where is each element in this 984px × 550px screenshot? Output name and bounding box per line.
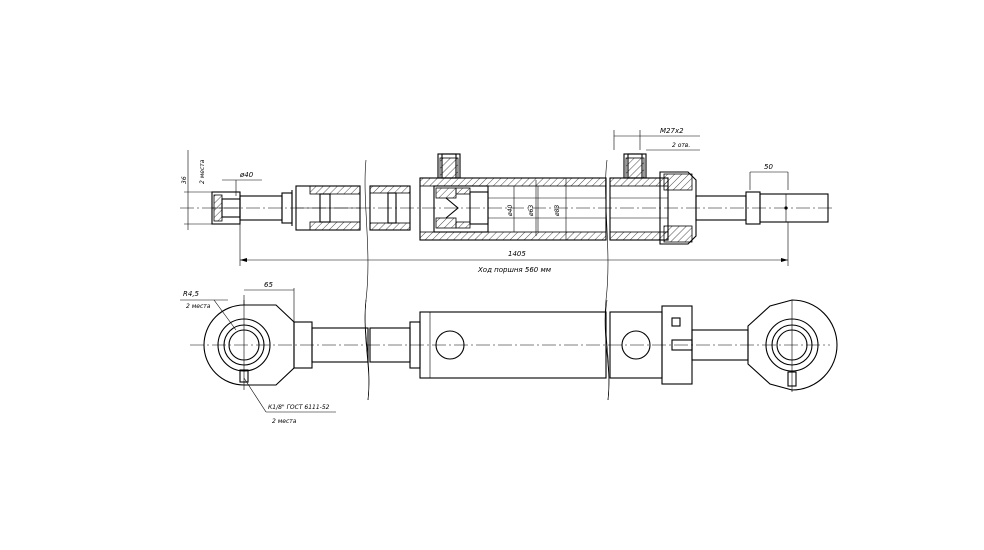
- label-65: 65: [264, 281, 273, 289]
- label-d63: ø63: [528, 205, 535, 217]
- label-length: 1405: [508, 250, 526, 258]
- piston-rod: [695, 191, 829, 225]
- right-body: [609, 305, 693, 385]
- label-36: 36: [181, 176, 188, 184]
- label-holes: 2 отв.: [672, 142, 690, 149]
- port-circle-right: [621, 330, 651, 360]
- left-head: [295, 185, 361, 231]
- dimensions-bottom: [180, 288, 336, 413]
- label-d40-rod-end: ø40: [239, 171, 254, 179]
- label-m27: M27x2: [660, 127, 684, 135]
- label-d83: ø83: [554, 205, 561, 217]
- right-eye: [747, 299, 838, 392]
- middle-tube-left: [369, 185, 411, 231]
- label-mesta-side: 2 места: [199, 159, 206, 184]
- label-d40: ø40: [507, 205, 514, 217]
- dimensions-top: [184, 130, 789, 266]
- left-eye: [203, 300, 295, 390]
- label-stroke: Ход поршня 560 мм: [477, 266, 552, 274]
- outline-view: [180, 288, 838, 413]
- label-mesta-k: 2 места: [272, 418, 297, 425]
- labels: M27x2 2 отв. 50 ø40 2 места 36 ø40 ø63 ø…: [181, 127, 773, 425]
- label-r45: R4,5: [183, 290, 200, 298]
- port-circle-left: [435, 330, 465, 360]
- left-rod-end: [211, 190, 293, 226]
- right-head: [609, 153, 697, 245]
- cylinder-body: [419, 311, 607, 379]
- label-mesta-r: 2 места: [186, 303, 211, 310]
- label-50: 50: [764, 163, 773, 171]
- cylinder-tube: [419, 153, 607, 241]
- label-k18: К1/8" ГОСТ 6111-52: [268, 404, 330, 411]
- section-view: [180, 130, 835, 401]
